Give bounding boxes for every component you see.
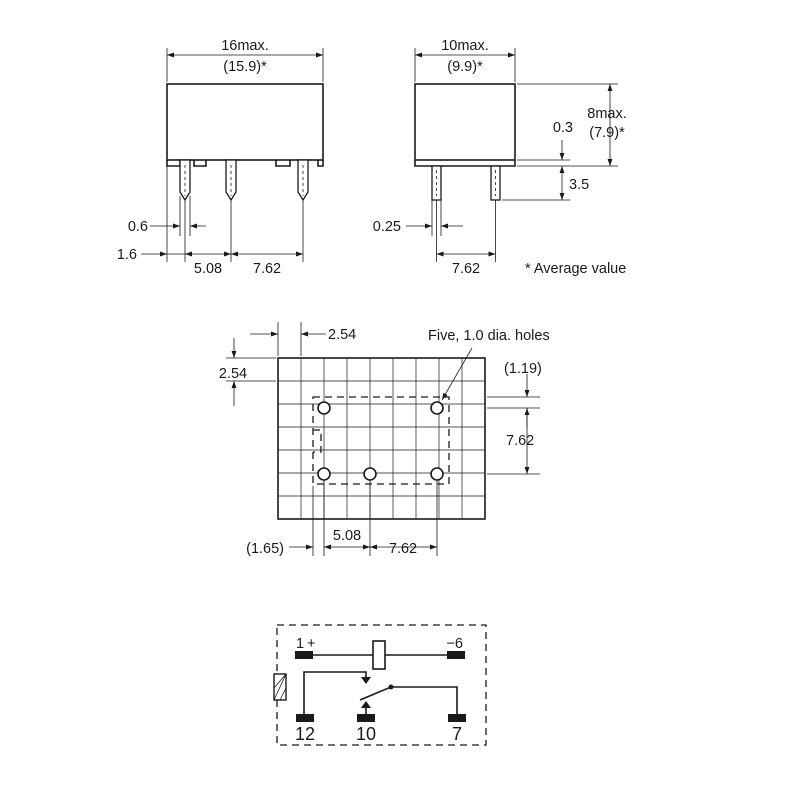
schematic-outline — [276, 624, 487, 746]
side-view: 10max. (9.9)* 8max. (7.9)* 0.3 3.5 0.25 … — [373, 38, 627, 277]
side-height-max-label: 8max. — [587, 106, 627, 122]
side-width-avg-label: (9.9)* — [447, 59, 483, 75]
front-view: 16max. (15.9)* 0.6 1.6 5.08 7.62 — [117, 38, 324, 277]
pin-length-label: 3.5 — [569, 177, 589, 193]
pin-1-plus-label: + — [307, 636, 315, 652]
front-pitch-a-label: 5.08 — [194, 261, 222, 277]
side-standoff — [414, 160, 516, 167]
front-pitch-b-label: 7.62 — [253, 261, 281, 277]
offset-left-label: (1.65) — [246, 541, 284, 557]
pin-6-label: −6 — [446, 636, 463, 652]
front-width-max-label: 16max. — [221, 38, 269, 54]
pcb-layout: 2.54 2.54 Five, 1.0 dia. holes (1.19) 7.… — [219, 322, 550, 557]
pin-10-label: 10 — [356, 724, 376, 744]
pcb-pitch-b-label: 7.62 — [389, 541, 417, 557]
front-standoff — [166, 160, 324, 167]
standoff-label: 0.3 — [553, 120, 573, 136]
pin-width-label: 0.6 — [128, 219, 148, 235]
common-contact-wire — [391, 686, 458, 718]
pin-offset-label: 1.6 — [117, 247, 137, 263]
front-body-outline — [166, 83, 324, 161]
grid-x-label: 2.54 — [328, 327, 356, 343]
pin-7-label: 7 — [452, 724, 462, 744]
row-pitch-label: 7.62 — [506, 433, 534, 449]
hole-bottom-middle — [363, 467, 377, 481]
side-pitch-label: 7.62 — [452, 261, 480, 277]
hole-top-right — [430, 401, 444, 415]
switch-lever — [359, 686, 392, 701]
pad-1 — [295, 651, 313, 659]
pcb-grid — [278, 358, 485, 519]
pad-12 — [296, 714, 314, 722]
hole-bottom-left — [317, 467, 331, 481]
pin-thickness-label: 0.25 — [373, 219, 401, 235]
hole-top-left — [317, 401, 331, 415]
footprint-notch — [313, 429, 322, 453]
nc-contact-arrow — [361, 677, 371, 684]
pcb-outline — [277, 357, 486, 520]
pcb-pitch-a-label: 5.08 — [333, 528, 361, 544]
holes-leader — [441, 347, 473, 401]
pin-1-label: 1 — [296, 636, 304, 652]
hole-bottom-right — [430, 467, 444, 481]
relay-footprint-outline — [312, 396, 450, 485]
coil-symbol — [372, 640, 386, 670]
offset-top-label: (1.19) — [504, 361, 542, 377]
pad-7 — [448, 714, 466, 722]
side-height-avg-label: (7.9)* — [589, 125, 625, 141]
front-width-avg-label: (15.9)* — [223, 59, 267, 75]
side-body-outline — [414, 83, 516, 161]
grid-y-label: 2.54 — [219, 366, 247, 382]
no-contact-arrow — [361, 701, 371, 708]
pad-10 — [357, 714, 375, 722]
average-value-footnote: * Average value — [525, 261, 626, 277]
relay-schematic: 1 + −6 12 10 7 — [273, 624, 487, 746]
pin-12-label: 12 — [295, 724, 315, 744]
side-width-max-label: 10max. — [441, 38, 489, 54]
nc-contact-wire — [303, 671, 367, 718]
pad-6 — [447, 651, 465, 659]
holes-note: Five, 1.0 dia. holes — [428, 328, 550, 344]
